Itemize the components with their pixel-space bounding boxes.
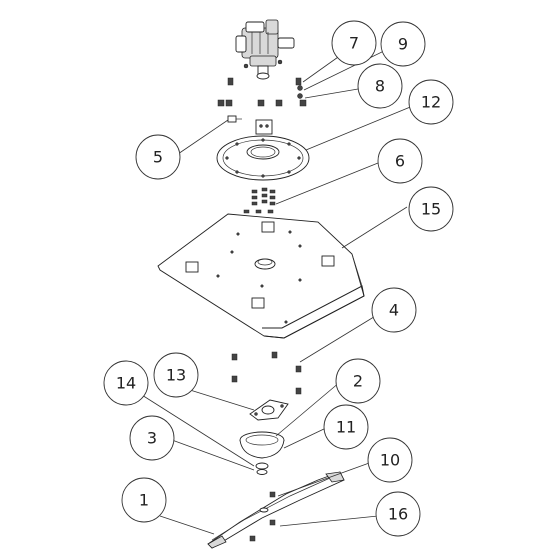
- callout-1: 1: [121, 477, 167, 523]
- blade-part-1: [207, 471, 345, 549]
- callout-16: 16: [375, 491, 421, 537]
- callout-label-10: 10: [380, 451, 400, 470]
- callout-label-13: 13: [166, 366, 186, 385]
- washers-part-3-14: [255, 462, 269, 475]
- callout-11: 11: [323, 404, 369, 450]
- leader-lines: [133, 44, 421, 535]
- blade-bolts-part-10-16: [249, 491, 276, 542]
- callout-label-5: 5: [153, 148, 163, 167]
- callout-12: 12: [408, 79, 454, 125]
- gearbox-assembly: [235, 19, 295, 80]
- callout-7: 7: [331, 20, 377, 66]
- callout-label-12: 12: [421, 93, 441, 112]
- blade-adaptor-part-13: [249, 399, 289, 421]
- bolts-part-4: [231, 351, 302, 395]
- callout-label-11: 11: [336, 418, 356, 437]
- fastener-stack-part-6: [243, 187, 276, 214]
- blade-cup-part-11: [239, 431, 285, 459]
- callout-2: 2: [335, 358, 381, 404]
- callout-label-2: 2: [353, 372, 363, 391]
- callout-label-15: 15: [421, 200, 441, 219]
- callout-3: 3: [129, 415, 175, 461]
- callout-label-6: 6: [395, 152, 405, 171]
- callout-10: 10: [367, 437, 413, 483]
- callout-15: 15: [408, 186, 454, 232]
- bolt-part-5: [227, 115, 242, 123]
- callout-8: 8: [357, 63, 403, 109]
- callout-5: 5: [135, 134, 181, 180]
- gearbox-bolts: [217, 77, 307, 107]
- callout-label-4: 4: [389, 301, 399, 320]
- callout-6: 6: [377, 138, 423, 184]
- callout-9: 9: [380, 21, 426, 67]
- callout-label-9: 9: [398, 35, 408, 54]
- flange-ring-part-12: [216, 135, 310, 181]
- callout-4: 4: [371, 287, 417, 333]
- callout-14: 14: [103, 360, 149, 406]
- callout-label-7: 7: [349, 34, 359, 53]
- callout-label-8: 8: [375, 77, 385, 96]
- deck-plate-part-15: [157, 213, 365, 339]
- flange-bracket: [255, 119, 273, 135]
- callout-label-3: 3: [147, 429, 157, 448]
- callout-label-16: 16: [388, 505, 408, 524]
- callout-label-1: 1: [139, 491, 149, 510]
- callout-label-14: 14: [116, 374, 136, 393]
- callout-13: 13: [153, 352, 199, 398]
